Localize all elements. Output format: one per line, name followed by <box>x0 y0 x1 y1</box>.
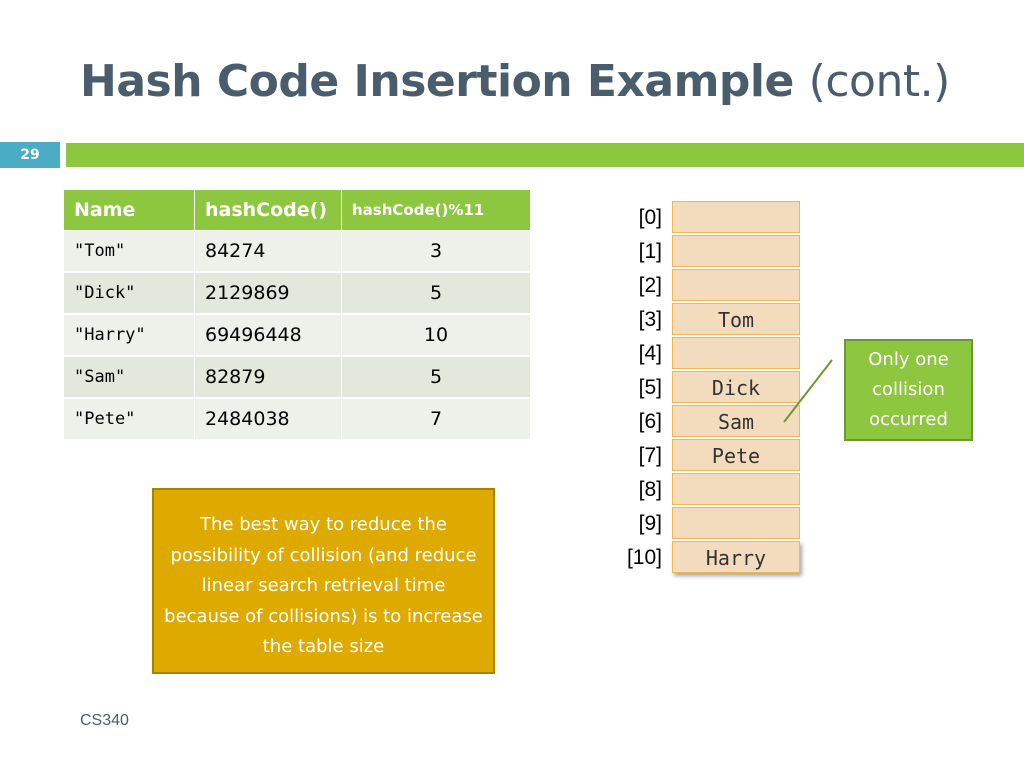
header-name: Name <box>63 189 195 231</box>
cell-mod: 7 <box>341 397 531 441</box>
table-row: "Sam" 82879 5 <box>63 355 531 399</box>
cell-hash: 69496448 <box>194 313 342 357</box>
hash-slot: Tom <box>672 303 800 335</box>
hash-slot <box>672 269 800 301</box>
cell-hash: 2484038 <box>194 397 342 441</box>
hash-slot: Dick <box>672 371 800 403</box>
hash-slot <box>672 507 800 539</box>
slot-index: [8] <box>638 478 662 501</box>
hash-slot <box>672 337 800 369</box>
table-row: "Harry" 69496448 10 <box>63 313 531 357</box>
hash-slot <box>672 201 800 233</box>
table-size-note: The best way to reduce the possibility o… <box>152 488 495 674</box>
header-hashcode: hashCode() <box>194 189 342 231</box>
slide-title: Hash Code Insertion Example (cont.) <box>80 52 950 112</box>
cell-mod: 10 <box>341 313 531 357</box>
hash-slot <box>672 235 800 267</box>
collision-callout: Only one collision occurred <box>844 339 973 441</box>
hash-slot: Sam <box>672 405 800 437</box>
slot-index: [1] <box>638 240 662 263</box>
slot-index: [5] <box>638 376 662 399</box>
title-sub: (cont.) <box>808 56 951 107</box>
cell-name: "Dick" <box>63 271 195 315</box>
hash-slot: Harry <box>672 541 800 573</box>
cell-hash: 84274 <box>194 230 342 273</box>
hash-slot <box>672 473 800 505</box>
slot-index: [10] <box>626 546 662 569</box>
slide-number: 29 <box>0 142 60 168</box>
hash-slot: Pete <box>672 439 800 471</box>
cell-name: "Harry" <box>63 313 195 357</box>
slot-index: [9] <box>638 512 662 535</box>
slot-index: [7] <box>638 444 662 467</box>
slot-index: [4] <box>638 342 662 365</box>
title-main: Hash Code Insertion Example <box>80 56 794 107</box>
header-bar <box>66 143 1024 167</box>
slot-index: [0] <box>638 206 662 229</box>
hash-code-table: Name hashCode() hashCode()%11 "Tom" 8427… <box>63 189 531 441</box>
cell-hash: 2129869 <box>194 271 342 315</box>
cell-mod: 3 <box>341 230 531 273</box>
cell-hash: 82879 <box>194 355 342 399</box>
header-hashcode-mod: hashCode()%11 <box>341 189 531 231</box>
table-row: "Dick" 2129869 5 <box>63 271 531 315</box>
footer-course: CS340 <box>80 712 129 729</box>
cell-name: "Tom" <box>63 230 195 273</box>
cell-name: "Pete" <box>63 397 195 441</box>
slot-index: [2] <box>638 274 662 297</box>
cell-name: "Sam" <box>63 355 195 399</box>
slot-index: [6] <box>638 410 662 433</box>
cell-mod: 5 <box>341 355 531 399</box>
cell-mod: 5 <box>341 271 531 315</box>
table-row: "Pete" 2484038 7 <box>63 397 531 441</box>
slot-index: [3] <box>638 308 662 331</box>
table-header-row: Name hashCode() hashCode()%11 <box>63 189 531 231</box>
table-row: "Tom" 84274 3 <box>63 230 531 273</box>
